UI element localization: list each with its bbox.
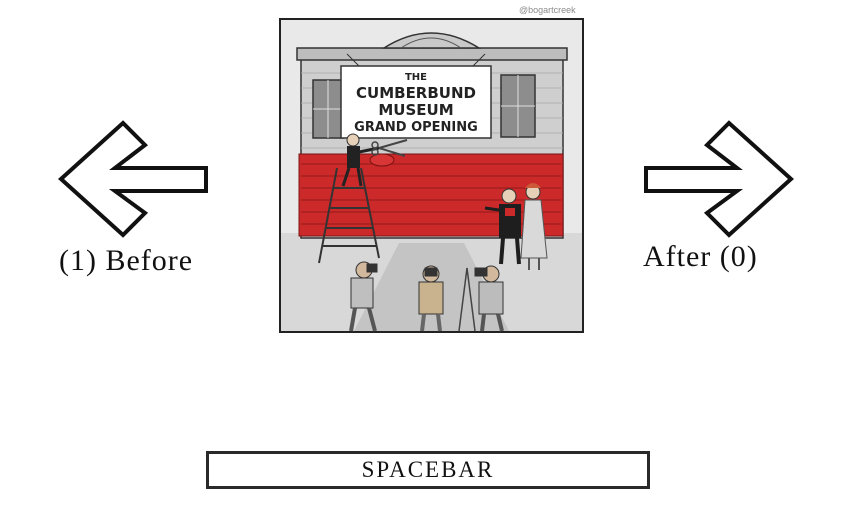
sign-line-1: THE (405, 72, 427, 83)
before-label: (1) Before (59, 244, 194, 277)
museum-sign: THE CUMBERBUND MUSEUM GRAND OPENING (340, 53, 492, 139)
photographers (349, 261, 504, 332)
spacebar-button[interactable]: SPACEBAR (206, 451, 650, 489)
ladder (318, 167, 380, 264)
watermark-text: @bogartcreek (519, 5, 576, 15)
cartoon-image: THE CUMBERBUND MUSEUM GRAND OPENING (279, 18, 584, 333)
after-label: After (0) (643, 240, 758, 273)
next-arrow-icon[interactable] (642, 120, 794, 238)
man-on-ladder (341, 133, 408, 187)
sign-line-4: GRAND OPENING (354, 120, 478, 135)
previous-arrow-icon[interactable] (58, 120, 210, 238)
couple (484, 183, 548, 270)
sign-line-3: MUSEUM (378, 101, 453, 119)
sign-line-2: CUMBERBUND (356, 84, 476, 102)
